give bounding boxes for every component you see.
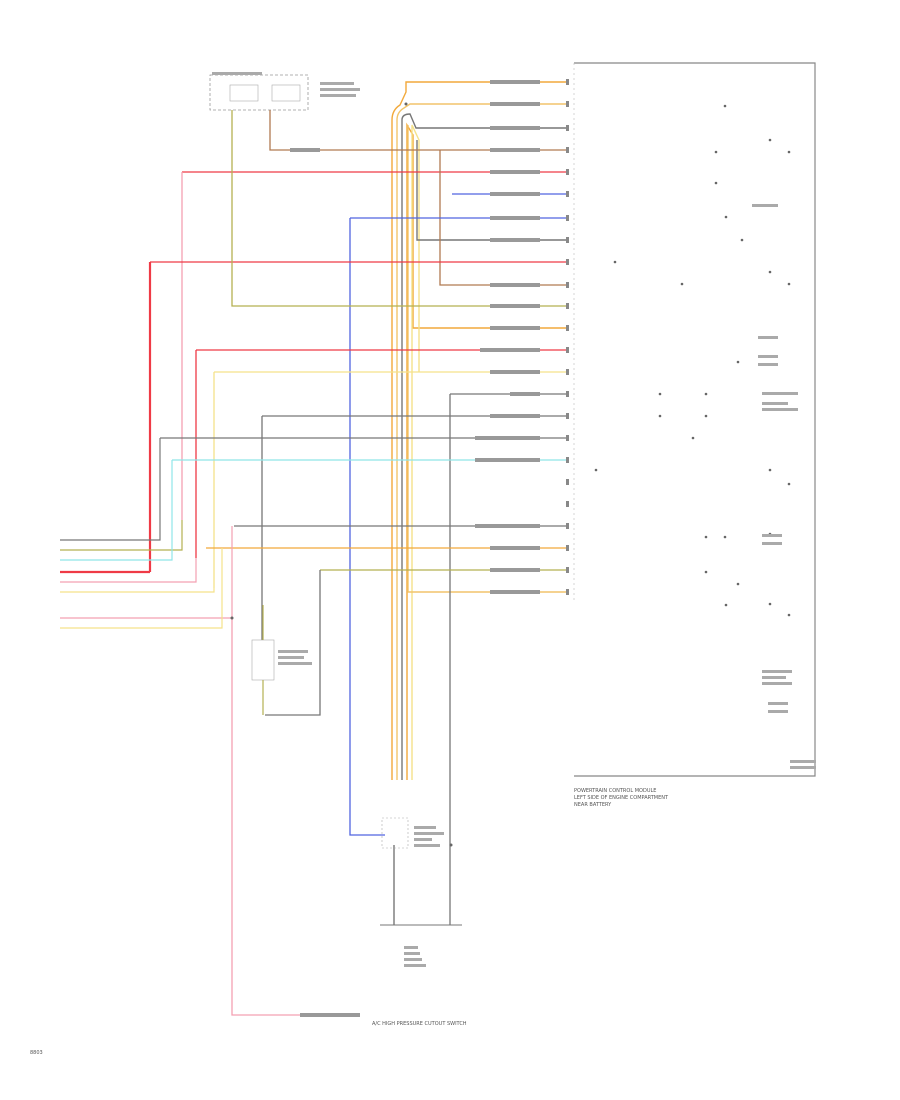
inline-component bbox=[251, 605, 275, 715]
fuse-relay-box bbox=[209, 74, 309, 111]
pressure-switch-label: A/C HIGH PRESSURE CUTOUT SWITCH bbox=[372, 1021, 467, 1027]
wire-label-ticks bbox=[290, 80, 540, 1017]
left-harness-wires bbox=[60, 438, 233, 629]
module-internal-labels bbox=[752, 204, 816, 769]
module-internal-dots bbox=[230, 102, 791, 847]
sensor-ground-assembly bbox=[380, 817, 462, 926]
ecm-title-line2: LEFT SIDE OF ENGINE COMPARTMENT bbox=[574, 795, 669, 801]
control-module-box bbox=[573, 62, 816, 777]
pin-markers bbox=[566, 79, 569, 595]
wire-bundle bbox=[391, 81, 566, 780]
ecm-title-line1: POWERTRAIN CONTROL MODULE bbox=[574, 788, 656, 794]
pink-wire-to-switch bbox=[231, 618, 360, 1016]
component-text-blocks bbox=[212, 72, 444, 967]
ecm-title-line3: NEAR BATTERY bbox=[574, 802, 612, 808]
module-wires bbox=[148, 110, 566, 925]
diagram-code: 8803 bbox=[30, 1050, 43, 1056]
